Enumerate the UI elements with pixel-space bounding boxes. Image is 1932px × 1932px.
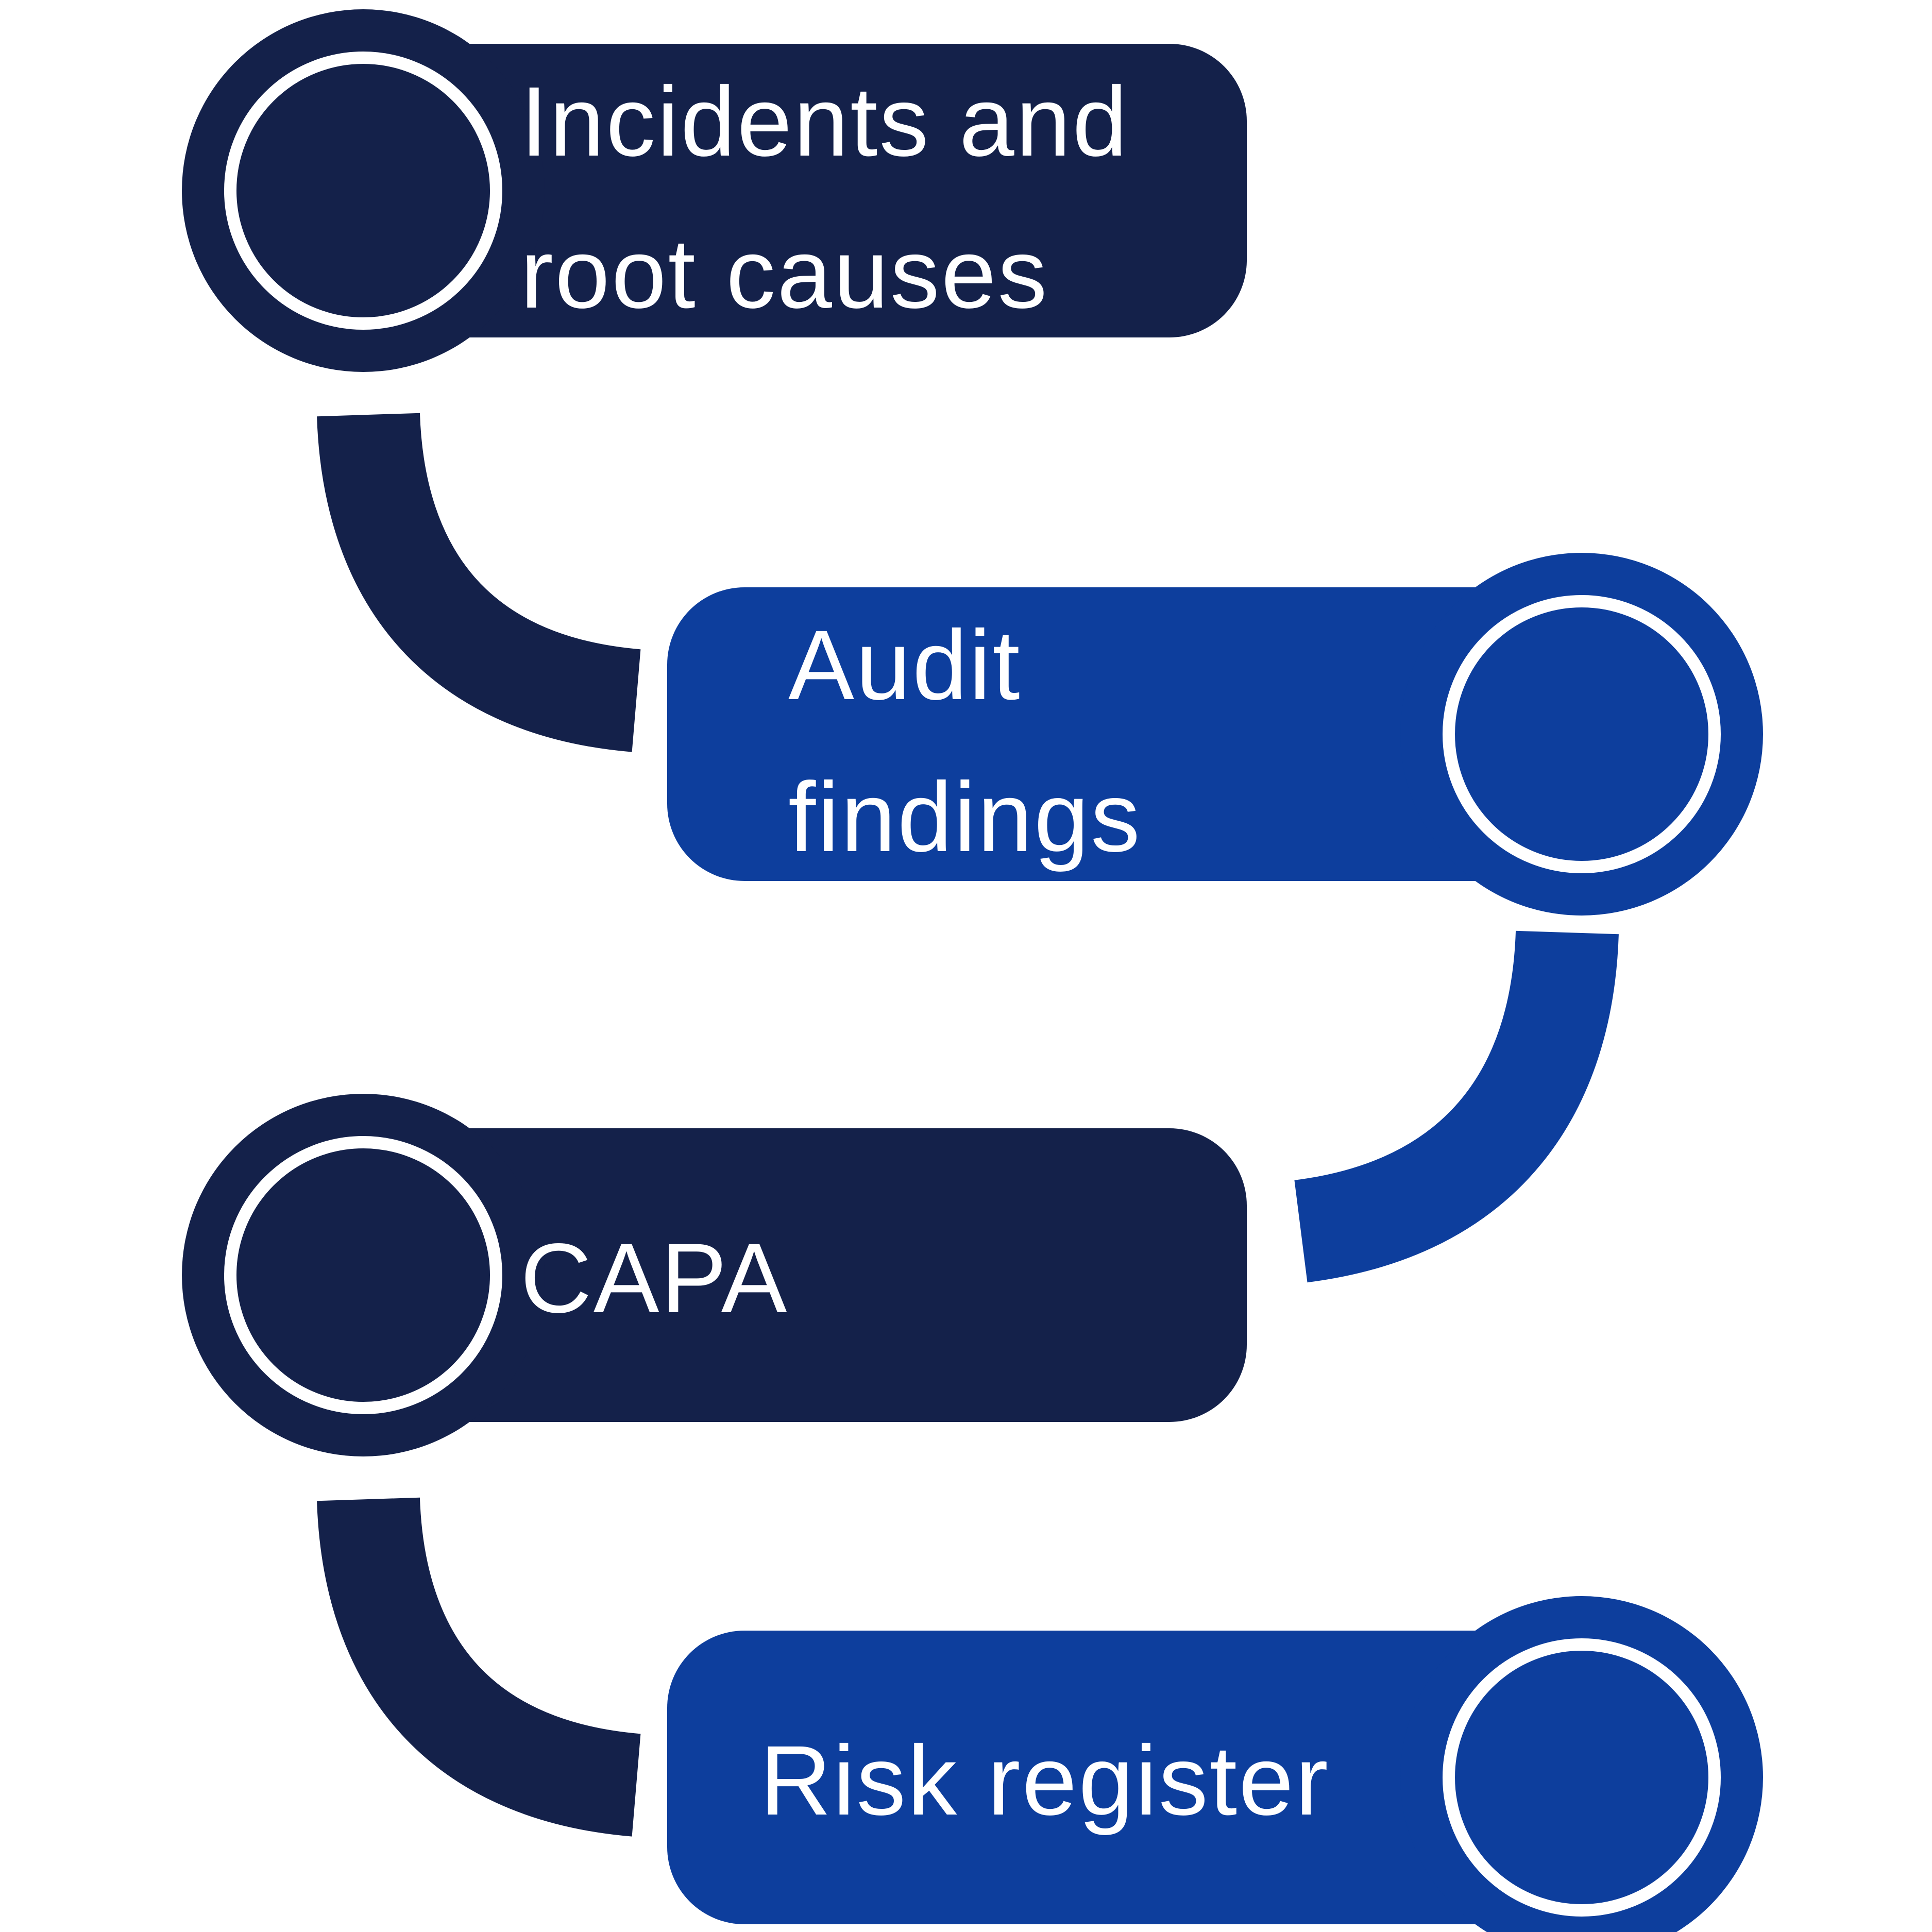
node-risk-ring-icon	[1443, 1638, 1721, 1917]
node-audit-label-line1: Audit	[788, 609, 1022, 720]
node-risk-pill	[667, 1631, 1582, 1924]
connector-incidents-to-audit	[317, 413, 641, 752]
node-capa-ring-icon	[224, 1136, 502, 1414]
node-incidents-ring-icon	[224, 52, 502, 330]
node-incidents-label-line1: Incidents and	[520, 66, 1129, 177]
connector-capa-to-risk	[317, 1497, 641, 1837]
node-incidents: Incidents and root causes	[182, 9, 1247, 372]
node-audit-ring-icon	[1443, 595, 1721, 873]
node-incidents-pill	[363, 44, 1247, 337]
node-capa-pill	[363, 1128, 1247, 1422]
node-risk-label: Risk register	[760, 1725, 1330, 1836]
node-capa: CAPA	[182, 1094, 1247, 1456]
connector-audit-to-capa	[1294, 930, 1619, 1283]
node-capa-label: CAPA	[520, 1223, 789, 1333]
node-incidents-label-line2: root causes	[520, 218, 1049, 329]
node-audit-label-line2: findings	[788, 761, 1142, 872]
node-audit: Audit findings	[667, 553, 1763, 916]
node-audit-pill	[667, 587, 1582, 881]
node-risk: Risk register	[667, 1596, 1763, 1932]
